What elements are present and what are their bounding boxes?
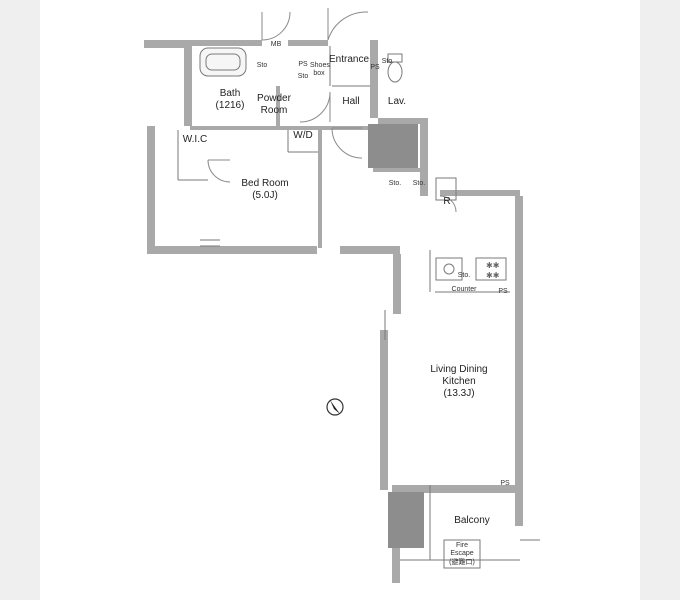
svg-text:✱✱: ✱✱ (486, 271, 500, 280)
ldk-label-2: Kitchen (442, 376, 476, 387)
ldk-size: (13.3J) (443, 388, 475, 399)
walls (144, 40, 523, 583)
bedroom-size: (5.0J) (252, 190, 278, 201)
ps-lav-label: PS (370, 64, 380, 71)
ps-top-label: PS (298, 61, 308, 68)
bath-size: (1216) (215, 100, 245, 111)
refrigerator-label: R (443, 196, 451, 207)
counter-label: Counter (451, 286, 477, 293)
shoes-box-1: Shoes (310, 62, 330, 69)
svg-text:✱✱: ✱✱ (486, 261, 500, 270)
ldk-label-1: Living Dining (430, 364, 488, 375)
sto-bath-label: Sto (256, 62, 268, 69)
fire-escape-3: (避難口) (449, 558, 475, 566)
room-bath: Bath (1216) (200, 88, 260, 112)
floorplan-drawing: ✱✱ ✱✱ (144, 8, 540, 583)
sto-kitchen-label: Sto. (457, 272, 471, 279)
wic-label: W.I.C (182, 134, 208, 145)
fire-escape-2: Escape (450, 550, 474, 558)
window-lines (200, 239, 540, 541)
fire-escape-label: Fire Escape (避難口) (444, 542, 480, 567)
fire-escape-1: Fire (455, 542, 469, 549)
powder-label-2: Room (260, 105, 288, 116)
toilet-icon (387, 53, 403, 83)
sto-hall-1-label: Sto. (388, 180, 402, 187)
ps-kitchen-label: PS (498, 288, 508, 295)
room-bedroom: Bed Room (5.0J) (230, 178, 300, 202)
room-powder: Powder Room (246, 93, 302, 117)
floor-lines (177, 46, 520, 561)
powder-label-1: Powder (257, 93, 291, 104)
compass-icon (326, 398, 344, 416)
balcony-label: Balcony (454, 515, 490, 526)
fire-escape-hatch (443, 539, 481, 569)
floorplan-sheet: ✱✱ ✱✱ Bath (1216) Powder Room Entrance H… (40, 0, 640, 600)
bedroom-label: Bed Room (241, 178, 289, 189)
lav-label: Lav. (387, 96, 407, 107)
bath-label: Bath (219, 88, 241, 99)
bathtub-icon (199, 47, 247, 77)
shoes-box: Shoes box (310, 62, 330, 79)
room-ldk: Living Dining Kitchen (13.3J) (414, 364, 504, 400)
sto-hall-2-label: Sto. (412, 180, 426, 187)
sink-icon (435, 257, 463, 281)
sto-top-label: Sto (297, 73, 309, 80)
ps-ldk-label: PS (500, 480, 510, 487)
entrance-label: Entrance (328, 54, 370, 65)
mb-label: MB (270, 41, 282, 48)
shoes-box-2: box (313, 70, 325, 78)
sto-lav-label: Sto (381, 58, 393, 65)
refrigerator-space (435, 177, 457, 201)
wd-label: W/D (293, 130, 313, 141)
hall-label: Hall (342, 96, 360, 107)
stove-icon: ✱✱ ✱✱ (475, 257, 507, 281)
door-swings (207, 8, 457, 213)
column-block (388, 492, 424, 548)
shaft-block (368, 124, 418, 168)
